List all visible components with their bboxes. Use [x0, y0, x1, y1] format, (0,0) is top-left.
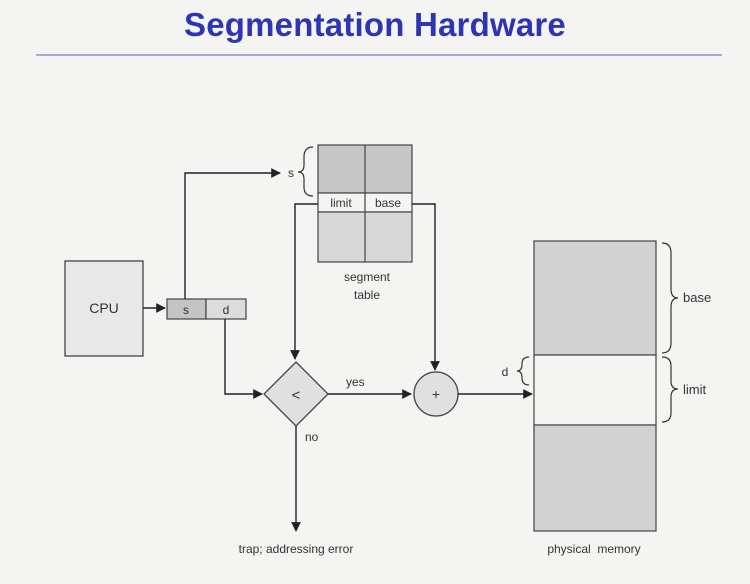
title-divider	[36, 54, 722, 56]
limit-to-compare-arrow	[290, 203, 318, 360]
selector-brace	[297, 146, 314, 197]
selector-s-label: s	[288, 166, 294, 180]
memory-d-label: d	[502, 365, 509, 379]
d-to-compare-arrow	[224, 319, 263, 399]
s-to-table-arrow	[184, 168, 281, 299]
memory-d-brace	[516, 356, 530, 386]
base-to-adder-arrow	[412, 203, 440, 371]
logical-address: s d	[166, 298, 247, 320]
memory-limit-brace	[661, 356, 679, 423]
compare-symbol: <	[292, 387, 301, 404]
memory-base-label: base	[683, 290, 711, 305]
adder-circle: +	[413, 371, 459, 417]
memory-base-brace	[661, 242, 679, 354]
physical-memory	[533, 240, 657, 532]
segment-table-caption-line1: segment	[344, 270, 391, 284]
adder-symbol: +	[432, 386, 440, 402]
limit-column-label: limit	[330, 196, 352, 210]
cpu-box: CPU	[64, 260, 144, 357]
cpu-label: CPU	[89, 300, 119, 316]
address-d-cell	[205, 298, 247, 320]
address-d-label: d	[223, 303, 230, 317]
no-label: no	[305, 430, 319, 444]
slide-title: Segmentation Hardware	[184, 6, 566, 43]
segment-table: limit base	[317, 144, 413, 263]
trap-label: trap; addressing error	[239, 542, 354, 556]
memory-limit-label: limit	[683, 382, 706, 397]
compare-diamond: <	[263, 361, 329, 427]
segment-table-caption-line2: table	[354, 288, 380, 302]
base-column-label: base	[375, 196, 401, 210]
physical-memory-caption: physical memory	[547, 542, 640, 556]
address-s-label: s	[183, 303, 189, 317]
yes-label: yes	[346, 375, 365, 389]
